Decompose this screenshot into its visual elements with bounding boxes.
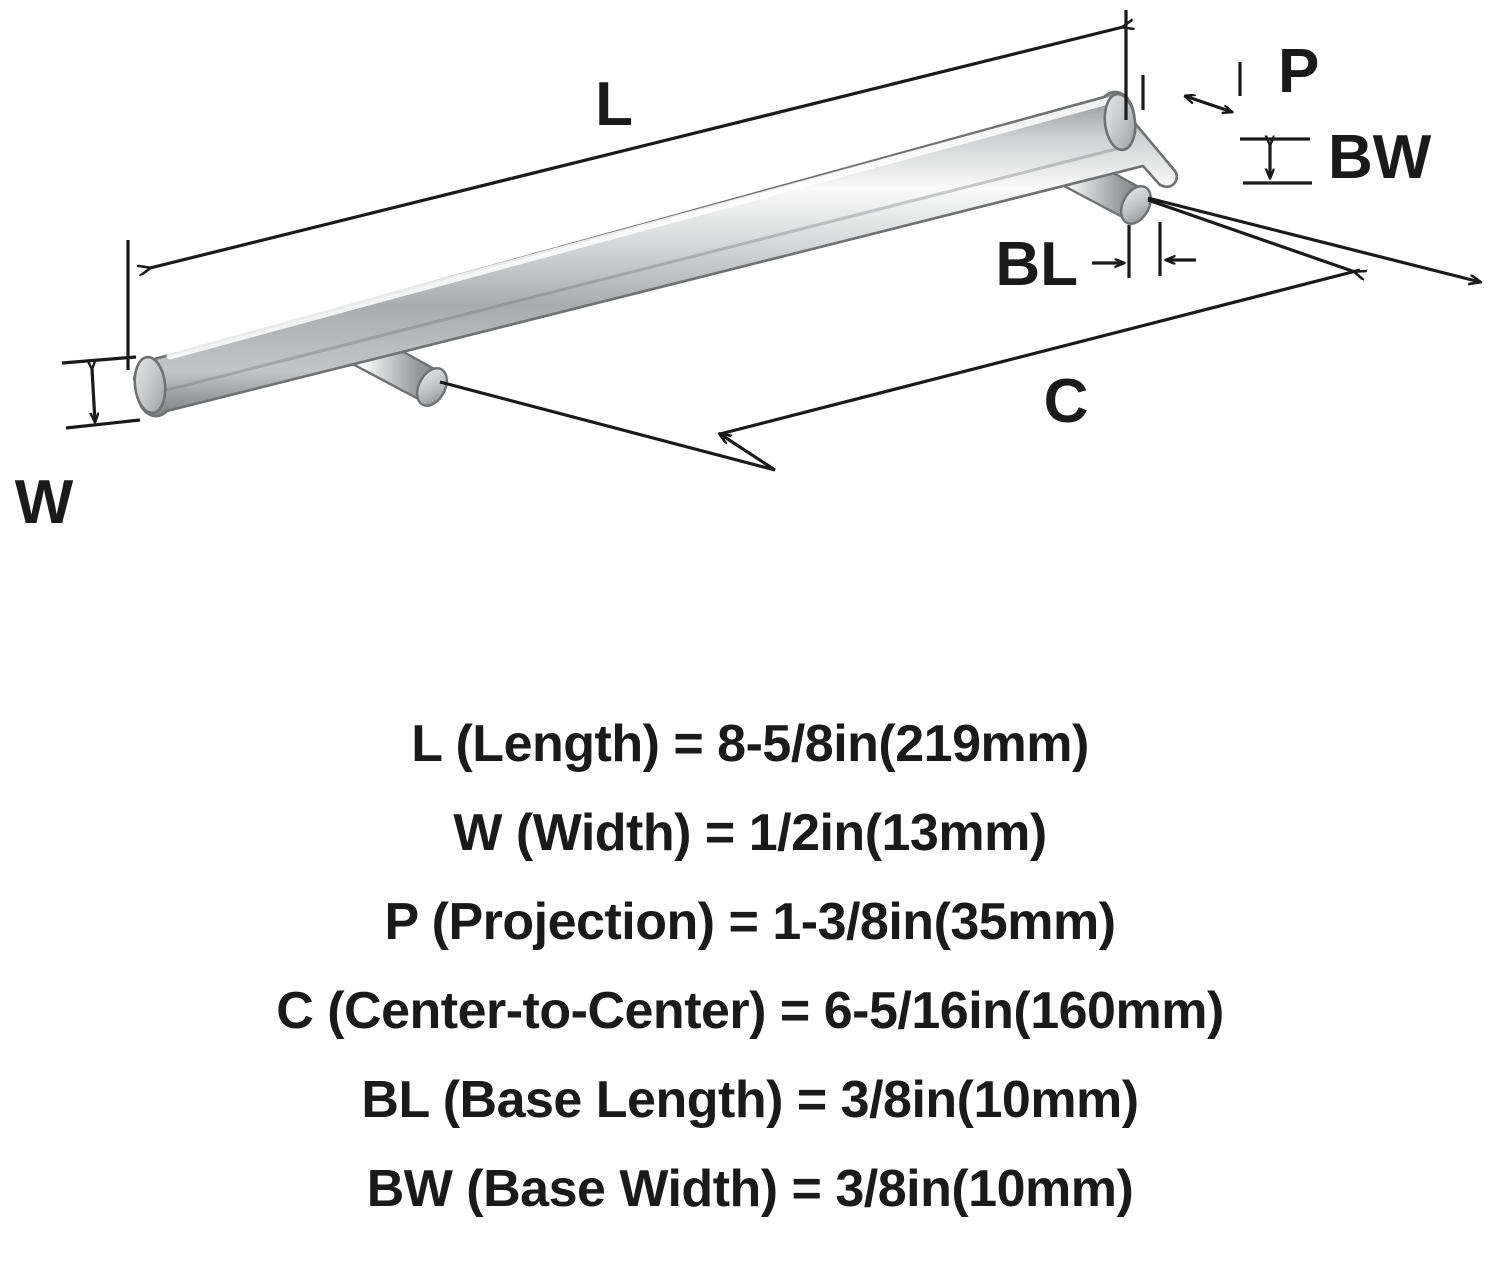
diagram-svg: L W P BW BL <box>15 10 1500 537</box>
label-C: C <box>1044 367 1089 436</box>
label-L: L <box>595 70 633 139</box>
dimension-base-length: BL <box>995 222 1196 299</box>
spec-width: W (Width) = 1/2in(13mm) <box>453 804 1047 862</box>
handle-dimension-diagram: L W P BW BL <box>15 10 1500 537</box>
spec-projection: P (Projection) = 1-3/8in(35mm) <box>384 893 1116 951</box>
label-BL: BL <box>995 230 1078 299</box>
spec-length: L (Length) = 8-5/8in(219mm) <box>411 715 1089 773</box>
dimension-length: L <box>126 10 1126 370</box>
dimension-base-width: BW <box>1240 123 1432 192</box>
dimension-center-to-center: C <box>439 196 1480 472</box>
label-W: W <box>15 468 74 537</box>
spec-base-width: BW (Base Width) = 3/8in(10mm) <box>366 1160 1134 1218</box>
dimension-projection: P <box>1141 37 1319 112</box>
label-P: P <box>1278 37 1319 106</box>
spec-center-to-center: C (Center-to-Center) = 6-5/16in(160mm) <box>276 982 1224 1040</box>
specifications-list: L (Length) = 8-5/8in(219mm) W (Width) = … <box>0 700 1500 1273</box>
dimension-width: W <box>15 355 141 537</box>
spec-base-length: BL (Base Length) = 3/8in(10mm) <box>361 1071 1139 1129</box>
label-BW: BW <box>1328 123 1432 192</box>
